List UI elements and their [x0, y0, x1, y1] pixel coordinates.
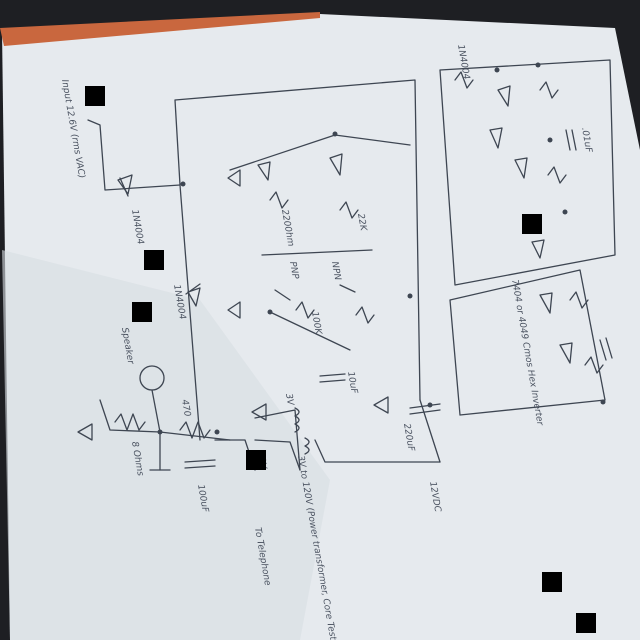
label-npn: NPN — [329, 261, 342, 282]
schematic-drawing — [77, 59, 616, 471]
label-220uf: 220uF — [401, 423, 416, 453]
label-22k: 22K — [355, 213, 368, 233]
label-001uf: .01uF — [579, 127, 593, 154]
redaction-boxes — [85, 86, 596, 633]
redaction-box — [246, 450, 266, 470]
label-100uf: 100uF — [195, 484, 210, 514]
junction-dots — [157, 62, 606, 435]
redaction-box — [85, 86, 105, 106]
redaction-box — [522, 214, 542, 234]
label-100k: 100K — [309, 311, 323, 337]
redaction-box — [132, 302, 152, 322]
label-pnp: PNP — [287, 261, 300, 281]
label-3v: 3V — [283, 393, 295, 407]
paper-shadow — [2, 250, 330, 640]
label-470: 470 — [179, 399, 192, 418]
paper-edge-accent — [0, 12, 320, 46]
redaction-box — [542, 572, 562, 592]
redaction-box — [144, 250, 164, 270]
redaction-box — [576, 613, 596, 633]
label-10uf: 10uF — [345, 371, 359, 396]
